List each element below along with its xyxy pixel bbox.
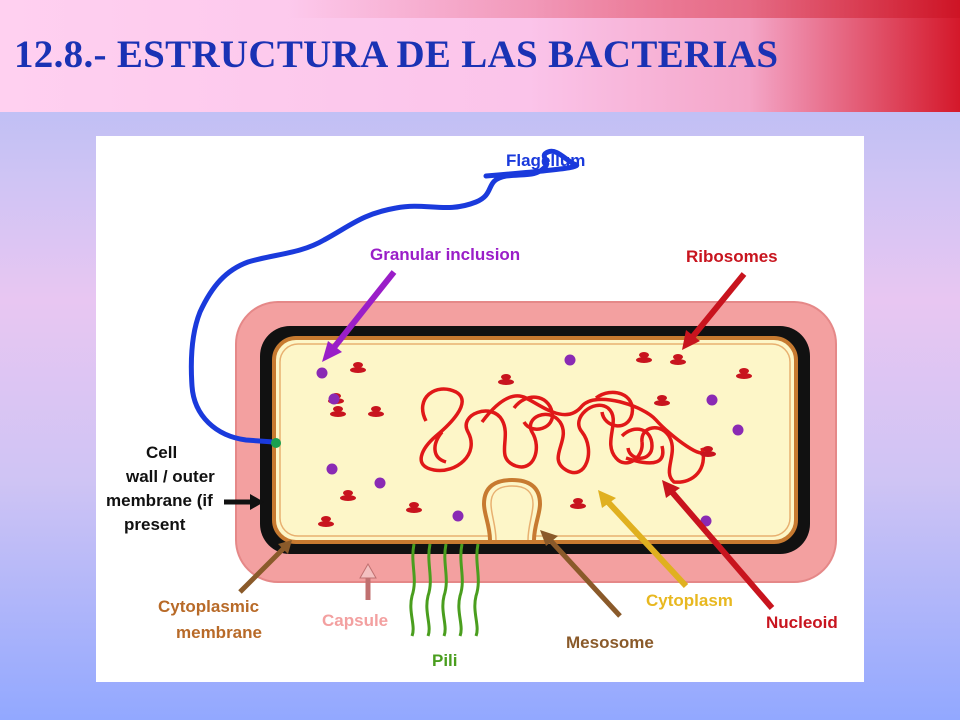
mesosome-arrowhead xyxy=(540,530,558,546)
cytoplasmic-membrane-arrowhead xyxy=(278,540,292,554)
cell-wall-arrowhead xyxy=(250,494,264,510)
label-cell-wall-line4: present xyxy=(124,515,186,534)
nucleoid-arrow xyxy=(669,490,775,610)
granule xyxy=(706,394,718,406)
mesosome-shape xyxy=(481,477,543,541)
label-arrows xyxy=(224,270,775,618)
label-cell-wall-line3: membrane (if xyxy=(106,491,213,510)
cytoplasm-arrowhead xyxy=(598,490,616,508)
slide-title: 12.8.- ESTRUCTURA DE LAS BACTERIAS xyxy=(14,33,779,76)
granular-inclusion-arrowhead xyxy=(322,341,342,362)
label-cytoplasm: Cytoplasm xyxy=(646,591,733,610)
capsule-arrowhead xyxy=(359,562,377,579)
ribosome xyxy=(570,498,586,509)
label-cytoplasmic-membrane-line1: Cytoplasmic xyxy=(158,597,259,616)
label-mesosome: Mesosome xyxy=(566,633,654,652)
ribosome xyxy=(318,516,334,527)
label-capsule: Capsule xyxy=(322,611,388,630)
ribosome xyxy=(368,406,384,417)
granule xyxy=(374,477,386,489)
nucleoid-arrowhead xyxy=(662,480,680,498)
granular-inclusion-arrow xyxy=(329,270,397,352)
ribosome xyxy=(700,446,716,457)
granule xyxy=(326,463,338,475)
bacteria-diagram: Flagellum Granular inclusion Ribosomes C… xyxy=(96,136,864,682)
label-pili: Pili xyxy=(432,651,458,670)
title-bar: 12.8.- ESTRUCTURA DE LAS BACTERIAS xyxy=(0,0,960,112)
label-cell-wall-line1: Cell xyxy=(146,443,177,462)
ribosome xyxy=(340,490,356,501)
label-ribosomes: Ribosomes xyxy=(686,247,778,266)
granule xyxy=(452,510,464,522)
ribosome xyxy=(636,352,652,363)
bacteria-diagram-svg: Flagellum Granular inclusion Ribosomes C… xyxy=(106,148,838,670)
ribosomes-arrow xyxy=(687,272,747,342)
ribosome xyxy=(654,395,670,406)
flagellum-shape xyxy=(188,148,579,445)
pili xyxy=(409,543,480,637)
ribosome xyxy=(350,362,366,373)
ribosome xyxy=(498,374,514,385)
label-flagellum: Flagellum xyxy=(506,151,585,170)
ribosomes-arrowhead xyxy=(682,330,700,350)
granule xyxy=(328,393,340,405)
label-nucleoid: Nucleoid xyxy=(766,613,838,632)
ribosome xyxy=(406,502,422,513)
granule xyxy=(316,367,328,379)
granule xyxy=(732,424,744,436)
granule xyxy=(564,354,576,366)
mesosome-arrow xyxy=(548,538,622,618)
cytoplasm-arrow xyxy=(605,499,689,589)
label-cytoplasmic-membrane-line2: membrane xyxy=(176,623,262,642)
basal-body xyxy=(271,438,281,448)
label-cell-wall-line2: wall / outer xyxy=(125,467,215,486)
ribosome xyxy=(736,368,752,379)
ribosome xyxy=(330,406,346,417)
mesosome-inner xyxy=(490,485,534,541)
label-granular-inclusion: Granular inclusion xyxy=(370,245,520,264)
ribosome xyxy=(670,354,686,365)
cytoplasmic-membrane-arrow xyxy=(238,546,286,594)
nucleoid-shape xyxy=(419,387,706,484)
